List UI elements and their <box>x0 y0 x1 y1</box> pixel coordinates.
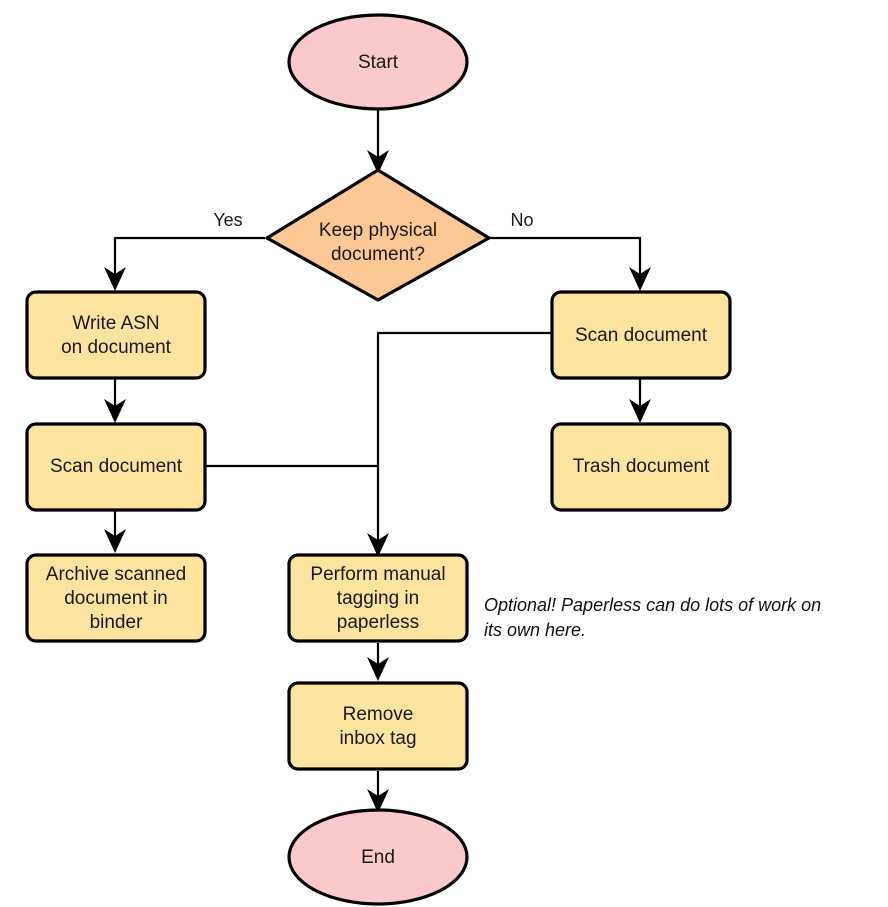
node-start[interactable]: Start <box>287 13 469 111</box>
node-archive-label-line1: Archive scanned <box>46 564 186 585</box>
edge-scan-right-to-trash <box>629 379 651 423</box>
node-write-asn-label-line2: on document <box>61 337 172 358</box>
annotation-optional-note-line2: its own here. <box>484 620 586 640</box>
node-decision-label-line2: document? <box>331 244 425 265</box>
edge-scan-right-to-tagging <box>367 331 553 557</box>
edge-decision-no-to-scan-right <box>490 236 651 291</box>
node-archive-label-line2: document in <box>64 588 168 609</box>
node-write-asn-on-document[interactable]: Write ASN on document <box>25 290 207 380</box>
node-start-label: Start <box>358 52 399 73</box>
node-tagging-label-line3: paperless <box>337 612 419 633</box>
node-trash-document[interactable]: Trash document <box>550 422 732 512</box>
edge-write-asn-to-scan-left <box>104 379 126 423</box>
annotation-optional-note: Optional! Paperless can do lots of work … <box>484 595 821 640</box>
node-end[interactable]: End <box>287 808 469 906</box>
node-remove-inbox-tag[interactable]: Remove inbox tag <box>287 681 469 771</box>
node-archive-label-line3: binder <box>90 612 143 633</box>
edge-decision-yes-to-write-asn <box>104 236 265 291</box>
node-scan-document-right-label: Scan document <box>575 325 708 346</box>
node-scan-document-right[interactable]: Scan document <box>550 290 732 380</box>
node-decision-label-line1: Keep physical <box>319 220 437 241</box>
node-remove-inbox-label-line1: Remove <box>343 704 414 725</box>
node-remove-inbox-label-line2: inbox tag <box>339 728 416 749</box>
edge-label-yes: Yes <box>213 210 242 230</box>
node-scan-document-left-label: Scan document <box>50 456 183 477</box>
node-end-label: End <box>361 847 395 868</box>
node-perform-manual-tagging[interactable]: Perform manual tagging in paperless <box>287 553 469 643</box>
edge-scan-left-to-archive <box>104 511 126 553</box>
node-tagging-label-line1: Perform manual <box>310 564 445 585</box>
edge-tagging-to-remove-inbox <box>367 643 389 681</box>
node-decision-keep-physical-document[interactable]: Keep physical document? <box>265 168 491 302</box>
node-scan-document-left[interactable]: Scan document <box>25 422 207 512</box>
annotation-optional-note-line1: Optional! Paperless can do lots of work … <box>484 595 821 615</box>
node-tagging-label-line2: tagging in <box>337 588 419 609</box>
edge-start-to-decision <box>367 102 389 174</box>
edge-label-no: No <box>510 210 533 230</box>
edge-remove-inbox-to-end <box>367 771 389 813</box>
node-archive-scanned-document[interactable]: Archive scanned document in binder <box>25 553 207 643</box>
node-write-asn-label-line1: Write ASN <box>72 313 159 334</box>
node-trash-document-label: Trash document <box>573 456 710 477</box>
